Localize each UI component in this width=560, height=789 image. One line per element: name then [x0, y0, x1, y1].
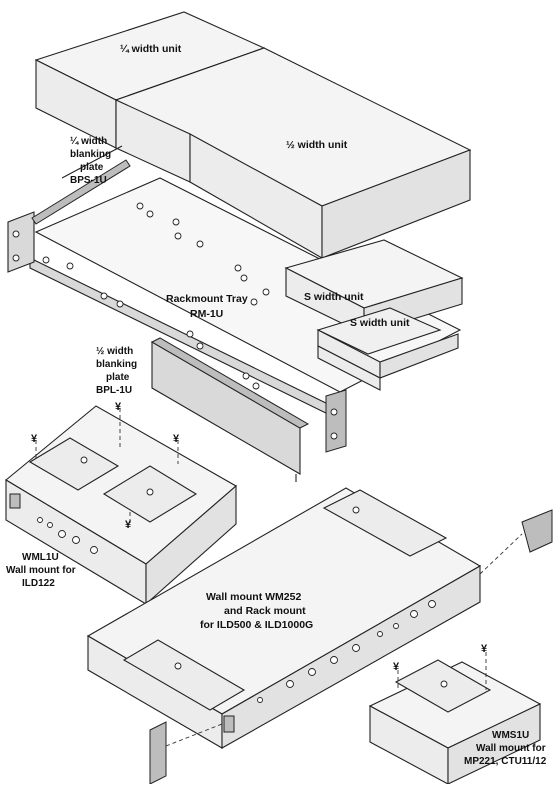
- svg-text:¥: ¥: [173, 433, 180, 445]
- label-wms1u-line2: Wall mount for: [476, 743, 546, 754]
- label-rm1u-line2: RM-1U: [190, 308, 223, 320]
- wml1u-device: ¥ ¥ ¥ ¥: [5, 401, 237, 606]
- label-wms1u-line1: WMS1U: [492, 730, 529, 741]
- svg-text:¥: ¥: [481, 643, 488, 655]
- label-bpl1u-line3: plate: [106, 372, 130, 383]
- label-bpl1u: ½ width blanking plate BPL-1U: [96, 346, 137, 396]
- label-wml1u: WML1U Wall mount for ILD122: [6, 552, 76, 589]
- label-wms1u-line3: MP221, CTU11/12: [464, 756, 547, 767]
- label-wm252-line3: for ILD500 & ILD1000G: [200, 619, 313, 631]
- quarter-blanking-plate: [31, 145, 131, 225]
- label-bps1u: ¼ width blanking plate BPS-1U: [70, 136, 111, 186]
- label-wm252-line1: Wall mount WM252: [206, 591, 301, 603]
- label-bps1u-line2: blanking: [70, 149, 111, 160]
- front-panel-ports: [257, 600, 436, 703]
- svg-text:¥: ¥: [31, 433, 38, 445]
- label-wml1u-line3: ILD122: [22, 578, 55, 589]
- svg-text:¥: ¥: [393, 661, 400, 673]
- label-wm252: Wall mount WM252 and Rack mount for ILD5…: [200, 591, 313, 631]
- svg-text:¥: ¥: [115, 401, 122, 413]
- wms1u-device: ¥ ¥: [368, 643, 542, 785]
- label-half-unit: ½ width unit: [286, 139, 348, 151]
- label-wms1u: WMS1U Wall mount for MP221, CTU11/12: [464, 730, 547, 767]
- label-bps1u-line4: BPS-1U: [70, 175, 107, 186]
- label-wml1u-line2: Wall mount for: [6, 565, 76, 576]
- label-wml1u-line1: WML1U: [22, 552, 59, 563]
- label-bpl1u-line4: BPL-1U: [96, 385, 132, 396]
- label-bps1u-line1: ¼ width: [70, 136, 107, 147]
- label-bpl1u-line2: blanking: [96, 359, 137, 370]
- s-width-unit-bottom: [316, 307, 459, 391]
- wm252-device: [86, 487, 553, 785]
- label-bps1u-line3: plate: [80, 162, 104, 173]
- label-rm1u-line1: Rackmount Tray: [166, 293, 248, 305]
- label-rm1u: Rackmount Tray RM-1U: [166, 293, 248, 320]
- half-width-unit: [114, 47, 472, 259]
- tray-hole-pattern: [42, 202, 270, 390]
- label-s-unit-bottom: S width unit: [350, 317, 410, 329]
- label-wm252-line2: and Rack mount: [224, 605, 306, 617]
- label-bpl1u-line1: ½ width: [96, 346, 133, 357]
- label-s-unit-top: S width unit: [304, 291, 364, 303]
- label-quarter-unit: ¼ width unit: [120, 43, 182, 55]
- svg-text:¥: ¥: [125, 519, 132, 531]
- half-blanking-plate: [150, 337, 310, 482]
